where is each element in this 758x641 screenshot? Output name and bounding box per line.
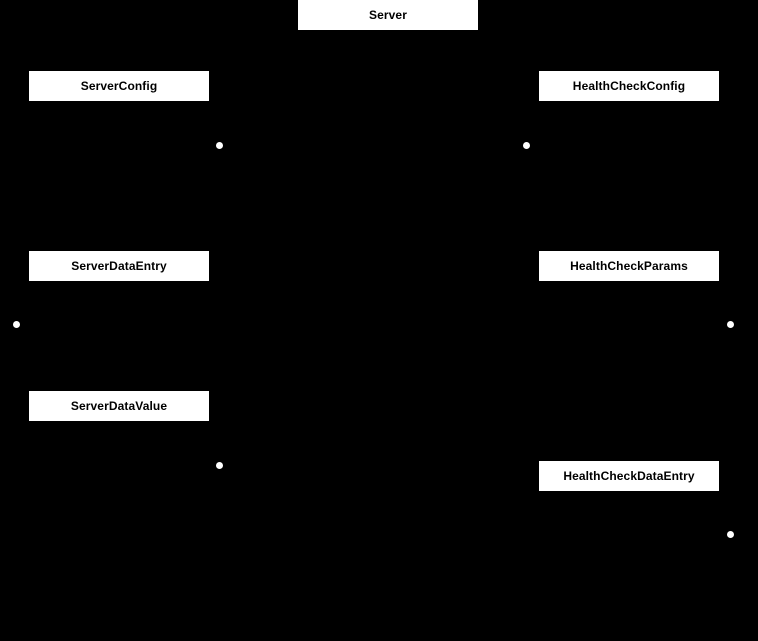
class-node-label: ServerConfig: [80, 79, 158, 93]
class-node-label: Server: [369, 8, 407, 22]
class-node-label: HealthCheckConfig: [572, 79, 686, 93]
class-node-label: HealthCheckParams: [570, 259, 688, 273]
class-node-server-data-value[interactable]: ServerDataValue: [29, 391, 209, 421]
edge-marker-icon: [216, 142, 223, 149]
edge-marker-icon: [727, 531, 734, 538]
class-node-label: ServerDataValue: [70, 399, 168, 413]
class-node-server[interactable]: Server: [298, 0, 478, 30]
edge-marker-icon: [216, 462, 223, 469]
class-node-server-data-entry[interactable]: ServerDataEntry: [29, 251, 209, 281]
class-node-health-check-params[interactable]: HealthCheckParams: [539, 251, 719, 281]
class-node-label: HealthCheckDataEntry: [563, 469, 695, 483]
edge-marker-icon: [523, 142, 530, 149]
edge-marker-icon: [727, 321, 734, 328]
class-node-health-check-data-entry[interactable]: HealthCheckDataEntry: [539, 461, 719, 491]
class-node-label: ServerDataEntry: [71, 259, 167, 273]
class-node-health-check-config[interactable]: HealthCheckConfig: [539, 71, 719, 101]
class-node-server-config[interactable]: ServerConfig: [29, 71, 209, 101]
edge-marker-icon: [13, 321, 20, 328]
